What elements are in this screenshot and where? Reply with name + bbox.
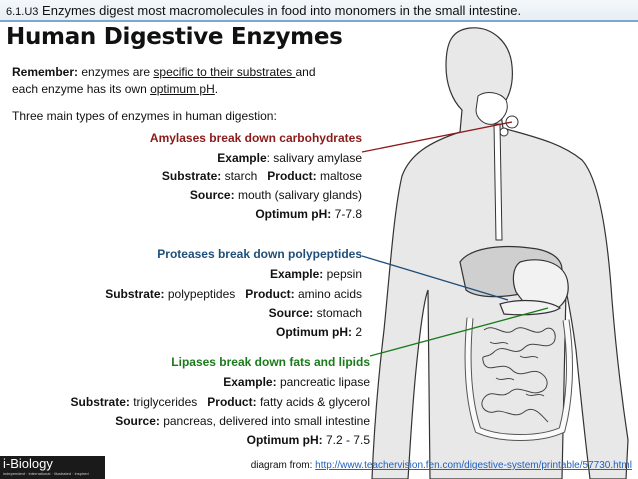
salivary-gland bbox=[505, 115, 519, 129]
page-title: Human Digestive Enzymes bbox=[6, 24, 343, 50]
diagram-source-link[interactable]: http://www.teachervision.fen.com/digesti… bbox=[315, 460, 632, 471]
logo-tagline: independent · international · illustrate… bbox=[3, 471, 89, 476]
logo-name: i-Biology bbox=[3, 456, 53, 471]
specific-substrates-link: specific to their substrates bbox=[153, 65, 296, 79]
protease-example: Example: pepsin bbox=[269, 267, 362, 281]
diagram-credit: diagram from: http://www.teachervision.f… bbox=[250, 460, 632, 471]
protease-substrate-product: Substrate: polypeptides Product: amino a… bbox=[105, 287, 362, 301]
stomach bbox=[512, 259, 569, 313]
optimum-ph-link: optimum pH bbox=[150, 82, 215, 96]
intro-line-1: Remember: enzymes are specific to their … bbox=[12, 65, 316, 79]
liver bbox=[459, 245, 563, 298]
header-bar: 6.1.U3 Enzymes digest most macromolecule… bbox=[0, 0, 638, 22]
amylase-substrate-product: Substrate: starch Product: maltose bbox=[161, 169, 362, 183]
lipase-substrate-product: Substrate: triglycerides Product: fatty … bbox=[70, 395, 370, 409]
protease-heading: Proteases break down polypeptides bbox=[157, 247, 362, 261]
protease-pointer bbox=[361, 255, 509, 301]
amylase-heading: Amylases break down carbohydrates bbox=[149, 131, 362, 145]
remember-label: Remember: bbox=[12, 65, 79, 79]
salivary-gland-2 bbox=[499, 127, 509, 137]
pancreas bbox=[499, 299, 562, 316]
esophagus bbox=[493, 123, 503, 241]
body-outline bbox=[371, 27, 629, 479]
ibiology-logo: i-Biology independent · international · … bbox=[0, 456, 105, 479]
lipase-source: Source: pancreas, delivered into small i… bbox=[115, 414, 370, 428]
amylase-ph: Optimum pH: 7-7.8 bbox=[255, 207, 362, 221]
lipase-pointer bbox=[369, 307, 549, 357]
amylase-pointer bbox=[361, 121, 513, 153]
header-text: Enzymes digest most macromolecules in fo… bbox=[42, 3, 522, 18]
intro-line-2: each enzyme has its own optimum pH. bbox=[12, 82, 219, 96]
amylase-example: Example: salivary amylase bbox=[217, 151, 362, 165]
enzyme-types-line: Three main types of enzymes in human dig… bbox=[12, 109, 277, 123]
lipase-heading: Lipases break down fats and lipids bbox=[171, 355, 370, 369]
protease-source: Source: stomach bbox=[268, 306, 362, 320]
protease-ph: Optimum pH: 2 bbox=[275, 325, 362, 339]
lipase-example: Example: pancreatic lipase bbox=[223, 375, 370, 389]
lipase-ph: Optimum pH: 7.2 - 7.5 bbox=[246, 433, 370, 447]
oral-cavity bbox=[475, 92, 508, 125]
objective-code: 6.1.U3 bbox=[6, 6, 39, 18]
amylase-source: Source: mouth (salivary glands) bbox=[189, 188, 362, 202]
small-intestine bbox=[481, 327, 556, 423]
large-intestine bbox=[464, 317, 573, 441]
